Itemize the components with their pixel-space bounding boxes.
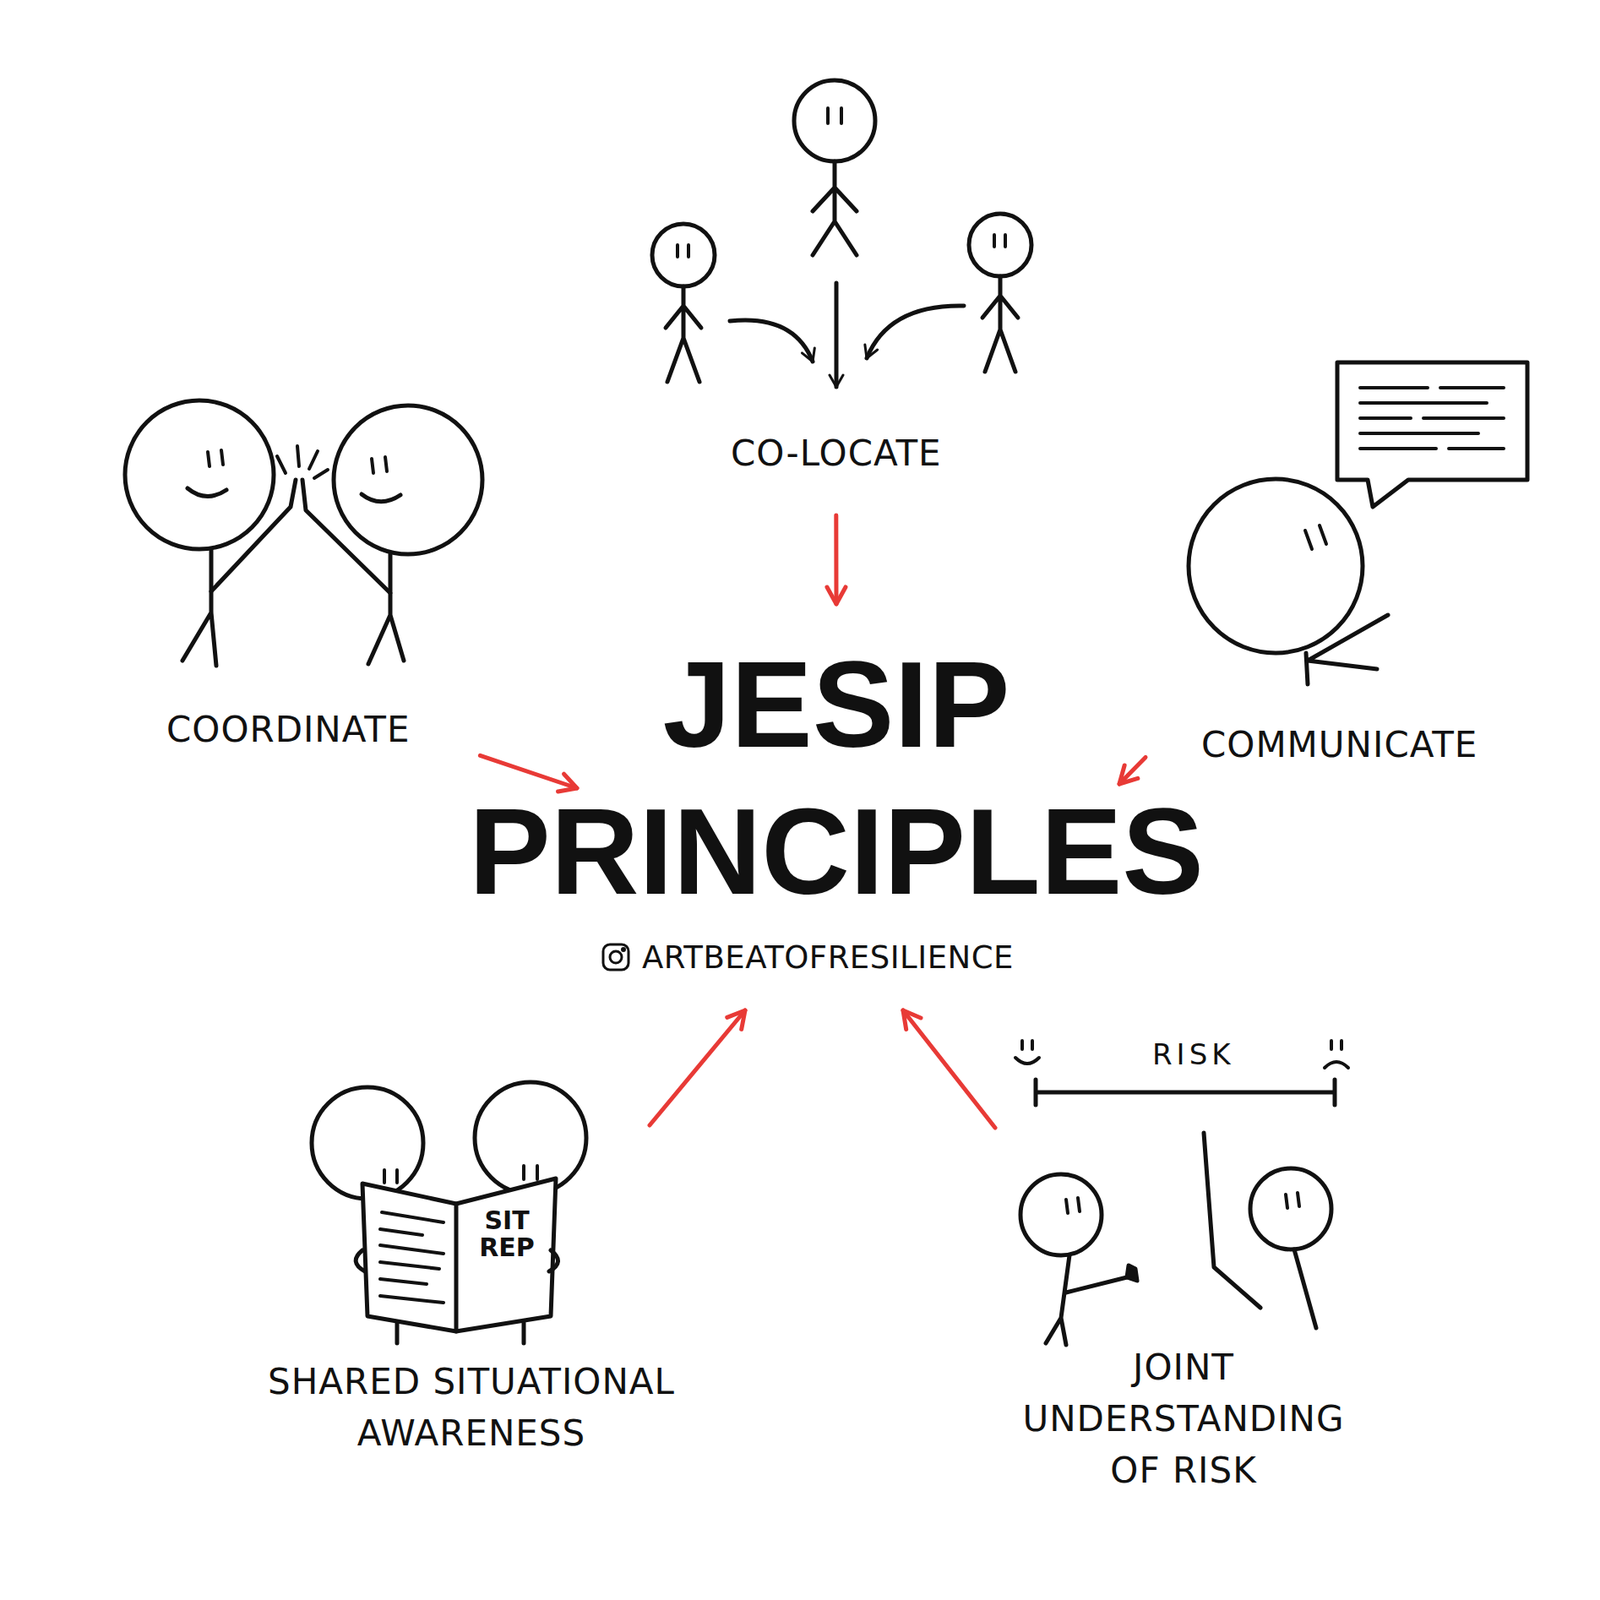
instagram-icon-stroke: [622, 948, 626, 952]
risk-figures-stroke: [1066, 1197, 1080, 1214]
risk-figures-stroke: [1020, 1174, 1102, 1256]
risk-figures-stroke: [1324, 1061, 1349, 1068]
co-locate-figures-stroke: [652, 223, 715, 287]
risk-figures-stroke: [1035, 1079, 1335, 1105]
communicate-figure-stroke: [1360, 387, 1504, 449]
situational-awareness-figures-stroke: [454, 1203, 459, 1332]
principle-label: SHARED SITUATIONAL AWARENESS: [234, 1356, 708, 1460]
coordinate-figures-stroke: [207, 450, 224, 467]
co-locate-figures-stroke: [827, 108, 842, 124]
situational-awareness-figures-stroke: [380, 1212, 444, 1303]
risk-figures-stroke: [1294, 1249, 1317, 1328]
instagram-icon: [603, 944, 629, 970]
report-label: SIT REP: [477, 1207, 537, 1261]
co-locate-figures-stroke: [665, 286, 702, 382]
red-arrow: [649, 1010, 746, 1126]
watermark: ARTBEATOFRESILIENCE: [642, 939, 1014, 976]
risk-figures-stroke: [1022, 1040, 1033, 1050]
co-locate-figures: [652, 80, 1032, 387]
scale-label: RISK: [1152, 1037, 1236, 1072]
co-locate-figures-stroke: [982, 276, 1018, 372]
co-locate-figures-stroke: [866, 305, 964, 359]
situational-awareness-figures-stroke: [384, 1165, 538, 1183]
coordinate-figures-stroke: [277, 446, 328, 479]
red-arrow: [1119, 756, 1146, 784]
coordinate-figures-stroke: [361, 494, 401, 502]
coordinate-figures: [125, 400, 483, 666]
coordinate-figures-stroke: [302, 479, 391, 594]
communicate-figure-stroke: [1306, 614, 1388, 685]
co-locate-figures-stroke: [677, 244, 689, 257]
communicate-figure-stroke: [1305, 525, 1327, 550]
red-arrow: [903, 1010, 996, 1128]
risk-figures: [1015, 1040, 1349, 1345]
co-locate-figures-stroke: [812, 161, 857, 256]
communicate-figure-stroke: [1188, 478, 1363, 654]
risk-figures-stroke: [1331, 1040, 1342, 1050]
communicate-figure: [1188, 362, 1528, 685]
situational-awareness-figures-stroke: [362, 1178, 556, 1332]
principle-label: COORDINATE: [166, 704, 410, 757]
node-text: JOINT UNDERSTANDING OF RISK: [1014, 1342, 1353, 1497]
coordinate-figures-stroke: [187, 488, 227, 497]
principle-label: JOINT UNDERSTANDING OF RISK: [1014, 1342, 1353, 1497]
instagram-icon-stroke: [603, 944, 629, 970]
instagram-icon-stroke: [609, 951, 622, 964]
principle-label: COMMUNICATE: [1201, 719, 1478, 772]
risk-figures-stroke: [1285, 1192, 1300, 1209]
situational-awareness-figures: [311, 1082, 587, 1344]
principle-label: CO-LOCATE: [730, 428, 942, 480]
coordinate-figures-stroke: [182, 549, 217, 666]
situational-awareness-figures-stroke: [397, 1322, 524, 1344]
node-text: JESIP PRINCIPLES: [430, 631, 1242, 926]
coordinate-figures-stroke: [333, 405, 483, 555]
communicate-figure-stroke: [1337, 362, 1528, 507]
co-locate-figures-stroke: [794, 80, 876, 162]
node-text: COORDINATE: [166, 704, 410, 757]
node-text: SHARED SITUATIONAL AWARENESS: [234, 1356, 708, 1460]
risk-figures-stroke: [1250, 1168, 1332, 1250]
coordinate-figures-stroke: [368, 554, 404, 664]
title-node: JESIP PRINCIPLES: [430, 631, 1242, 926]
node-text: COMMUNICATE: [1201, 719, 1478, 772]
co-locate-figures-stroke: [834, 282, 839, 387]
coordinate-figures-stroke: [211, 479, 296, 592]
coordinate-figures-stroke: [371, 457, 387, 474]
co-locate-figures-stroke: [994, 234, 1006, 247]
situational-awareness-figures-stroke: [474, 1082, 587, 1194]
risk-figures-stroke: [1126, 1265, 1138, 1281]
risk-figures-stroke: [1045, 1255, 1127, 1345]
red-arrow: [833, 515, 839, 605]
node-text: CO-LOCATE: [730, 428, 942, 480]
risk-figures-stroke: [1015, 1057, 1040, 1064]
situational-awareness-figures-stroke: [311, 1087, 424, 1199]
co-locate-figures-stroke: [968, 213, 1032, 277]
co-locate-figures-stroke: [729, 320, 813, 362]
coordinate-figures-stroke: [125, 400, 274, 550]
